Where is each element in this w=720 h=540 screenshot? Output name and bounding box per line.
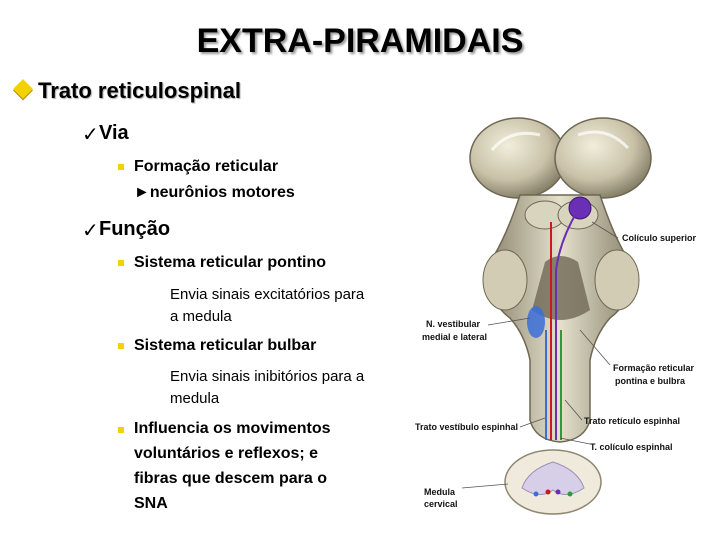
square-bullet-icon	[118, 343, 124, 349]
sr-bulbar-desc-2: medula	[170, 390, 220, 407]
thalamus-left	[469, 117, 567, 199]
via-item-1: Formação reticular	[134, 158, 279, 175]
thalamus-right	[554, 117, 652, 199]
via-label: Via	[99, 122, 129, 144]
label-n-vestibular-2: medial e lateral	[422, 332, 488, 342]
sr-bulbar: Sistema reticular bulbar	[134, 337, 317, 354]
square-bullet-icon	[118, 427, 124, 433]
sr-pontino: Sistema reticular pontino	[134, 254, 327, 271]
label-formacao-reticular-1: Formação reticular	[613, 363, 695, 373]
label-trato-vestibulo: Trato vestíbulo espinhal	[415, 422, 519, 432]
label-coliculo-superior: Colículo superior	[622, 233, 697, 243]
sr-pontino-desc-1: Envia sinais excitatórios para	[170, 286, 365, 303]
main-heading: Trato reticulospinal	[12, 78, 241, 104]
heading-text: Trato reticulospinal	[38, 78, 241, 103]
label-formacao-reticular-2: pontina e bulbra	[615, 376, 686, 386]
square-bullet-icon	[118, 260, 124, 266]
influencia-line-1: Influencia os movimentos	[134, 420, 331, 437]
slide-title: EXTRA-PIRAMIDAIS	[196, 22, 524, 60]
sr-pontino-desc-2: a medula	[170, 308, 232, 325]
label-t-coliculo: T. colículo espinhal	[590, 442, 673, 452]
influencia-line-3: fibras que descem para o	[134, 470, 327, 487]
label-medula-1: Medula	[424, 487, 456, 497]
coliculo-nucleus	[568, 196, 592, 220]
influencia-line-2: voluntários e reflexos; e	[134, 445, 319, 462]
influencia-line-4: SNA	[134, 495, 168, 512]
square-bullet-icon	[118, 164, 124, 170]
label-n-vestibular-1: N. vestibular	[426, 319, 481, 329]
funcao-label: Função	[99, 218, 171, 240]
via-item-2: ►neurônios motores	[134, 184, 295, 201]
label-trato-reticulo: Trato retículo espinhal	[584, 416, 681, 426]
check-icon: ✓	[82, 124, 99, 146]
vestibular-nucleus	[527, 306, 545, 338]
sr-bulbar-desc-1: Envia sinais inibitórios para a	[170, 368, 365, 385]
label-medula-2: cervical	[424, 499, 458, 509]
check-icon: ✓	[82, 220, 99, 242]
